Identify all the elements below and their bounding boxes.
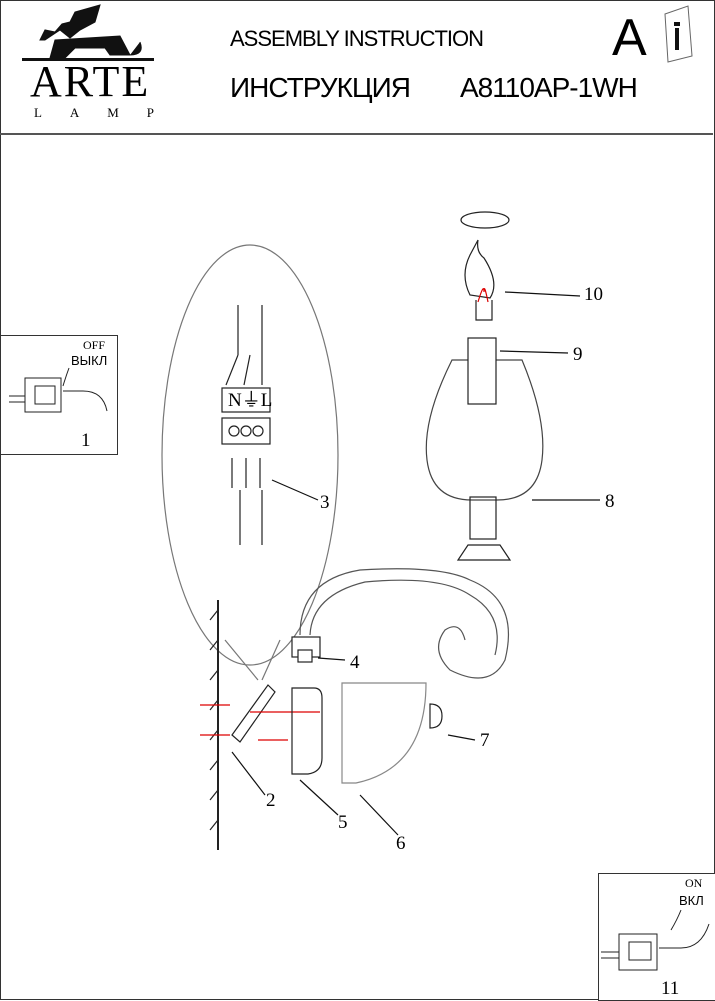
part-label-10: 10 bbox=[584, 284, 603, 305]
step-switch-off: OFF ВЫКЛ 1 bbox=[0, 335, 118, 455]
part-label-6: 6 bbox=[396, 833, 406, 854]
brand-sub-letter: P bbox=[146, 105, 154, 120]
header: ARTE L A M P ASSEMBLY INSTRUCTION ИНСТРУ… bbox=[0, 0, 713, 135]
switch-hand-icon: ON ВКЛ 11 bbox=[601, 876, 710, 999]
step-number-11: 11 bbox=[661, 978, 679, 999]
part-label-8: 8 bbox=[605, 491, 615, 512]
on-label-ru: ВКЛ bbox=[679, 893, 704, 908]
section-letter: A bbox=[612, 9, 647, 67]
part-label-4: 4 bbox=[350, 652, 360, 673]
off-label-ru: ВЫКЛ bbox=[71, 353, 107, 368]
manual-book-icon bbox=[664, 5, 693, 63]
brand-subtitle: L A M P bbox=[34, 106, 154, 119]
brand-logo-text: ARTE bbox=[30, 57, 151, 106]
terminal-labels: N⏚L bbox=[228, 390, 272, 411]
switch-hand-icon: OFF ВЫКЛ 1 bbox=[9, 338, 108, 451]
title-russian: ИНСТРУКЦИЯ bbox=[230, 72, 411, 103]
part-label-2: 2 bbox=[266, 790, 276, 811]
part-label-9: 9 bbox=[573, 344, 583, 365]
brand-sub-letter: L bbox=[34, 105, 42, 120]
part-label-5: 5 bbox=[338, 812, 348, 833]
on-label-en: ON bbox=[685, 876, 703, 890]
step-switch-on: ON ВКЛ 11 bbox=[598, 873, 715, 1001]
step-number-1: 1 bbox=[81, 430, 91, 451]
model-number: A8110AP-1WH bbox=[460, 72, 638, 103]
brand-sub-letter: M bbox=[107, 105, 119, 120]
off-label-en: OFF bbox=[83, 338, 105, 352]
brand-sub-letter: A bbox=[69, 105, 80, 120]
part-label-7: 7 bbox=[480, 730, 490, 751]
winged-lion-logo-icon bbox=[22, 4, 154, 61]
part-label-3: 3 bbox=[320, 492, 330, 513]
title-english: ASSEMBLY INSTRUCTION bbox=[230, 26, 484, 51]
